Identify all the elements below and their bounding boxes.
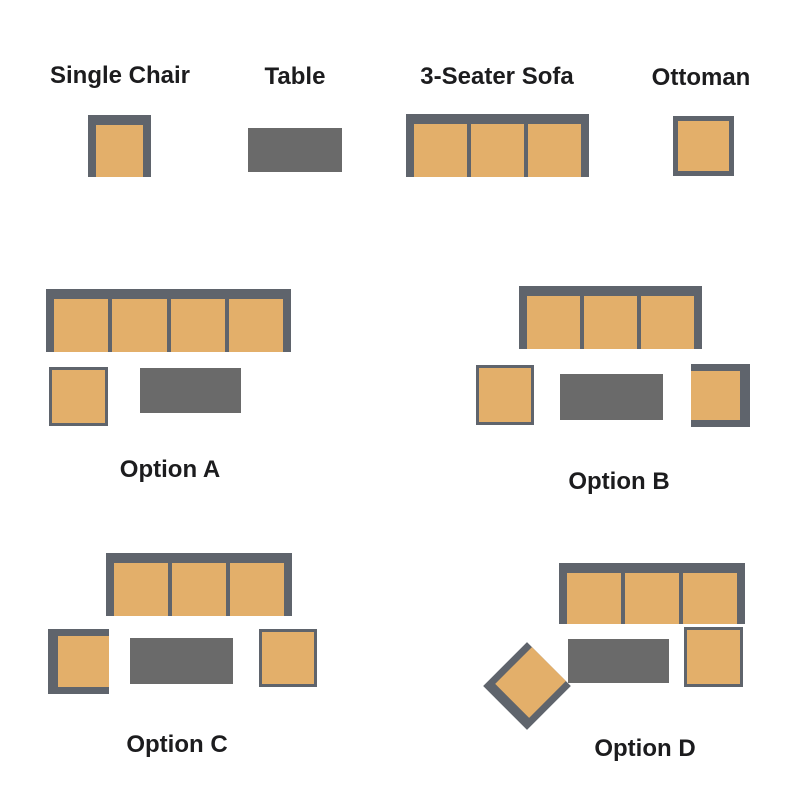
sofa-cushion <box>230 563 284 616</box>
legend-label-single-chair: Single Chair <box>49 62 191 89</box>
option-b-label: Option B <box>568 468 670 495</box>
sofa-cushion <box>228 299 283 352</box>
sofa-cushion <box>170 299 225 352</box>
legend-label-table: Table <box>264 63 326 90</box>
option-c-label: Option C <box>126 731 228 758</box>
option-c-sofa <box>106 553 292 616</box>
option-d-ottoman <box>684 627 743 687</box>
sofa-cushion <box>54 299 109 352</box>
option-a-ottoman <box>49 367 108 426</box>
chair-cushion <box>495 647 566 718</box>
sofa-cushion <box>528 124 581 177</box>
option-b-table <box>560 374 663 420</box>
option-d-chair <box>483 642 571 730</box>
sofa-cushion <box>471 124 524 177</box>
sofa-cushion <box>683 573 737 624</box>
legend-sofa-shape <box>406 114 589 177</box>
option-b-chair <box>691 364 750 427</box>
option-a-label: Option A <box>119 456 221 483</box>
option-d-table <box>568 639 669 683</box>
sofa-cushion <box>625 573 679 624</box>
chair-cushion <box>96 125 143 177</box>
sofa-cushion <box>112 299 167 352</box>
chair-cushion <box>691 371 740 420</box>
sofa-cushion <box>172 563 226 616</box>
option-d-sofa <box>559 563 745 624</box>
sofa-cushion <box>414 124 467 177</box>
legend-table-shape <box>248 128 342 172</box>
legend-single-chair-shape <box>88 115 151 177</box>
option-c-chair <box>48 629 109 694</box>
sofa-cushion <box>641 296 694 349</box>
option-b-sofa <box>519 286 702 349</box>
option-c-table <box>130 638 233 684</box>
option-b-ottoman <box>476 365 534 425</box>
option-d-label: Option D <box>594 735 696 762</box>
option-a-sofa <box>46 289 291 352</box>
sofa-cushion <box>567 573 621 624</box>
sofa-cushion <box>584 296 637 349</box>
sofa-cushion <box>114 563 168 616</box>
legend-ottoman-shape <box>673 116 734 176</box>
option-c-ottoman <box>259 629 317 687</box>
sofa-cushion <box>527 296 580 349</box>
legend-label-3-seater-sofa: 3-Seater Sofa <box>420 63 574 90</box>
chair-cushion <box>58 636 109 687</box>
legend-label-ottoman: Ottoman <box>651 64 751 91</box>
option-a-table <box>140 368 241 413</box>
